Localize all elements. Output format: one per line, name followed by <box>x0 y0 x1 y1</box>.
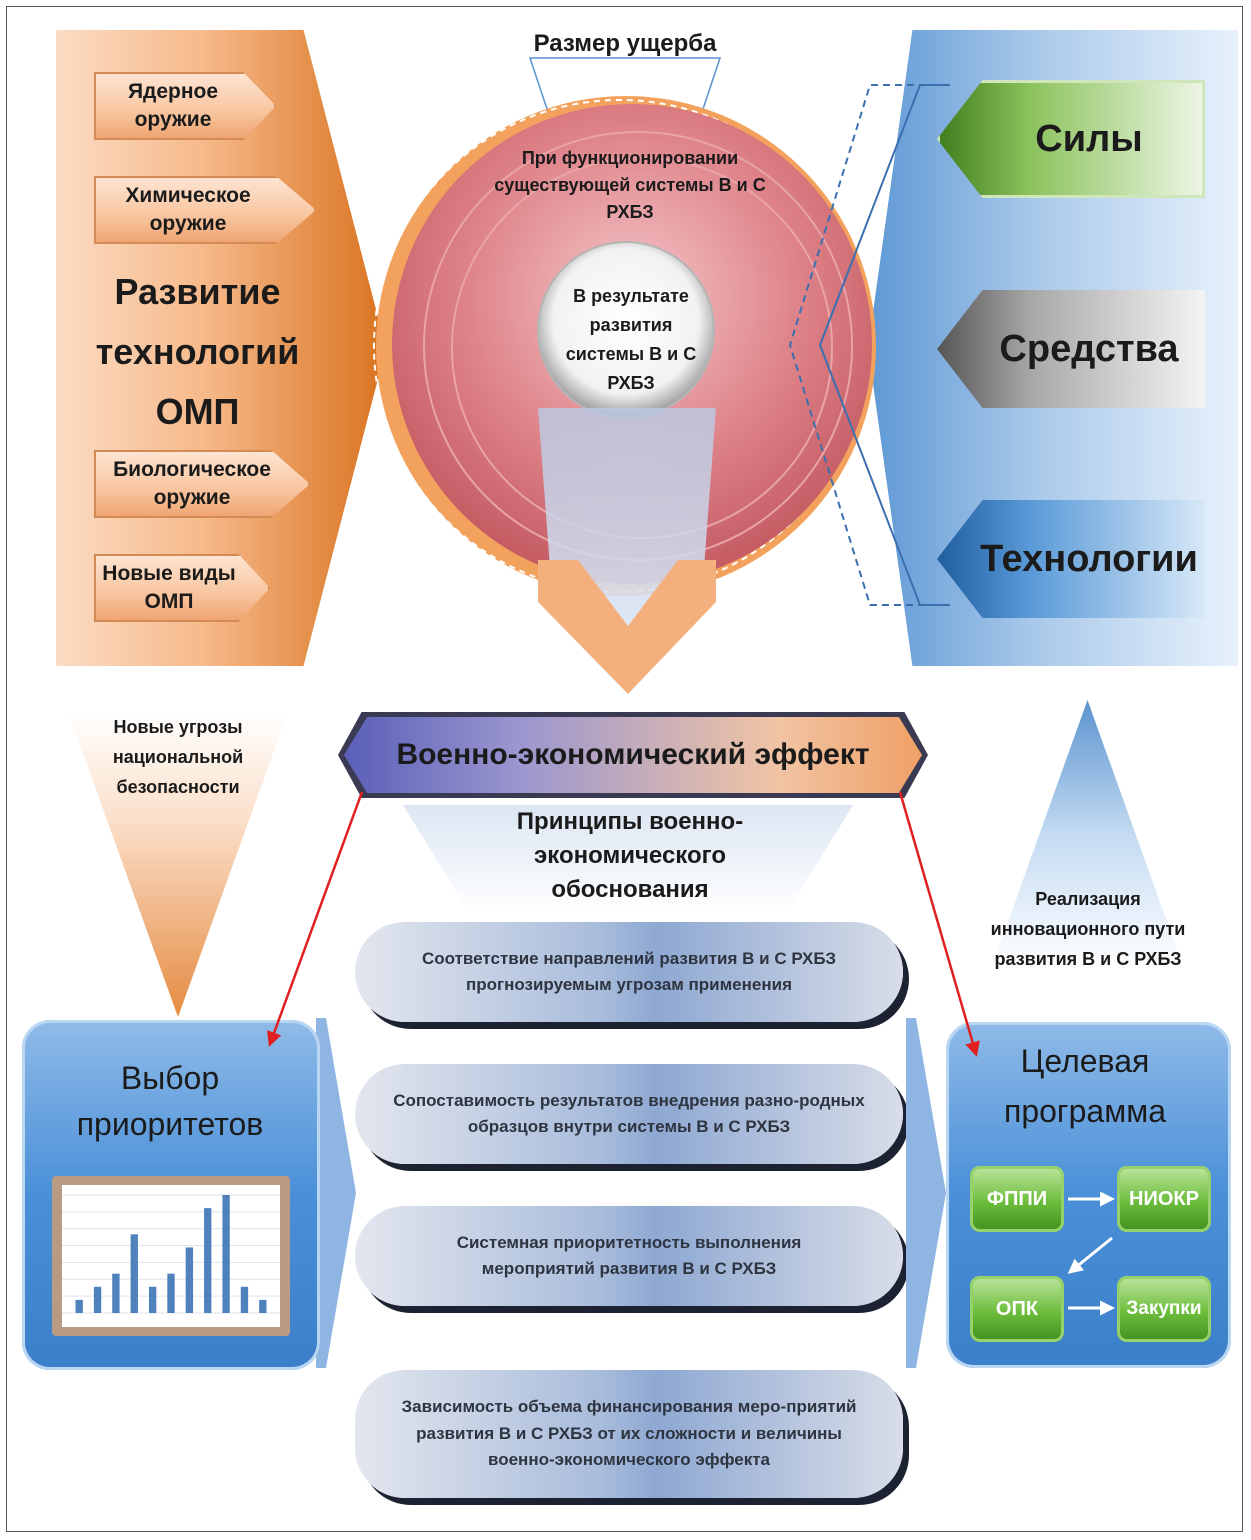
weapon-label: Биологическое оружие <box>113 457 271 509</box>
chart-bar <box>112 1273 120 1313</box>
development-result-text: В результате развития системы В и С РХБЗ <box>565 286 697 393</box>
principles-backdrop <box>403 805 853 915</box>
forces-arrow: Силы <box>937 80 1205 198</box>
step-purchases: Закупки <box>1117 1276 1211 1342</box>
principles-title: Принципы военно-экономического обоснован… <box>516 808 744 903</box>
technologies-label: Технологии <box>980 537 1198 580</box>
effect-banner: Военно-экономический эффект <box>344 717 922 793</box>
chart-bar <box>167 1273 175 1313</box>
priorities-bar-chart <box>62 1185 280 1327</box>
step-label: ФППИ <box>986 1187 1048 1210</box>
program-flow-arrows <box>1067 1191 1115 1316</box>
technologies-arrow: Технологии <box>937 500 1205 618</box>
diagram-frame <box>6 6 1243 1532</box>
target-program-title: Целевая программа <box>1004 1043 1166 1129</box>
red-arrow-right-icon <box>898 791 980 1057</box>
title-line: ОМП <box>155 391 240 432</box>
principle-item: Сопоставимость результатов внедрения раз… <box>355 1064 903 1164</box>
step-fppi: ФППИ <box>970 1166 1064 1232</box>
damage-circle-graphic <box>373 57 876 694</box>
step-opk: ОПК <box>970 1276 1064 1342</box>
principle-text: Системная приоритетность выполнения меро… <box>456 1232 802 1278</box>
chart-bar <box>148 1286 157 1313</box>
chart-bar <box>222 1195 230 1313</box>
chart-bars <box>75 1195 267 1313</box>
chart-bar <box>259 1299 267 1313</box>
chart-bar <box>75 1299 83 1313</box>
innovation-text: Реализация инновационного пути развития … <box>990 889 1186 969</box>
chart-bar <box>93 1286 102 1313</box>
right-chevron-strip <box>906 1018 946 1368</box>
step-label: НИОКР <box>1129 1187 1199 1210</box>
left-chevron-strip <box>316 1018 356 1368</box>
title-line: Развитие <box>114 271 281 312</box>
omp-panel-title: Развитие технологий ОМП <box>60 262 335 442</box>
means-label: Средства <box>999 327 1179 370</box>
chart-bar <box>185 1247 194 1313</box>
principle-item: Зависимость объема финансирования меро-п… <box>355 1370 903 1498</box>
down-chevron <box>538 560 716 694</box>
priorities-title: Выбор приоритетов <box>76 1060 264 1142</box>
existing-system-text: При функционировании существующей систем… <box>494 148 766 222</box>
weapon-arrow-nuclear: Ядерное оружие <box>94 72 276 140</box>
step-label: ОПК <box>995 1297 1039 1320</box>
threats-text: Новые угрозы национальной безопасности <box>112 717 244 797</box>
principle-text: Соответствие направлений развития В и С … <box>421 948 836 994</box>
step-label: Закупки <box>1126 1298 1202 1319</box>
chart-bar <box>240 1286 249 1313</box>
weapon-arrow-chemical: Химическое оружие <box>94 176 316 244</box>
weapon-label: Ядерное оружие <box>127 79 219 131</box>
principle-item: Соответствие направлений развития В и С … <box>355 922 903 1022</box>
weapon-arrow-new-types: Новые виды ОМП <box>94 554 270 622</box>
red-arrow-left-icon <box>267 791 364 1047</box>
effect-banner-label: Военно-экономический эффект <box>396 738 870 771</box>
arrow-diagonal-icon <box>1067 1236 1113 1274</box>
principle-item: Системная приоритетность выполнения меро… <box>355 1206 903 1306</box>
chart-bar <box>204 1208 212 1313</box>
principle-text: Зависимость объема финансирования меро-п… <box>401 1397 857 1470</box>
principle-text: Сопоставимость результатов внедрения раз… <box>393 1090 865 1136</box>
forces-label: Силы <box>1035 117 1143 160</box>
chart-bar <box>130 1234 138 1313</box>
weapon-label: Химическое оружие <box>125 183 251 235</box>
step-niokr: НИОКР <box>1117 1166 1211 1232</box>
damage-size-label: Размер ущерба <box>533 30 717 57</box>
weapon-arrow-biological: Биологическое оружие <box>94 450 310 518</box>
weapon-label: Новые виды ОМП <box>102 561 236 613</box>
capabilities-connector <box>788 84 950 606</box>
means-arrow: Средства <box>937 290 1205 408</box>
title-line: технологий <box>95 331 300 372</box>
